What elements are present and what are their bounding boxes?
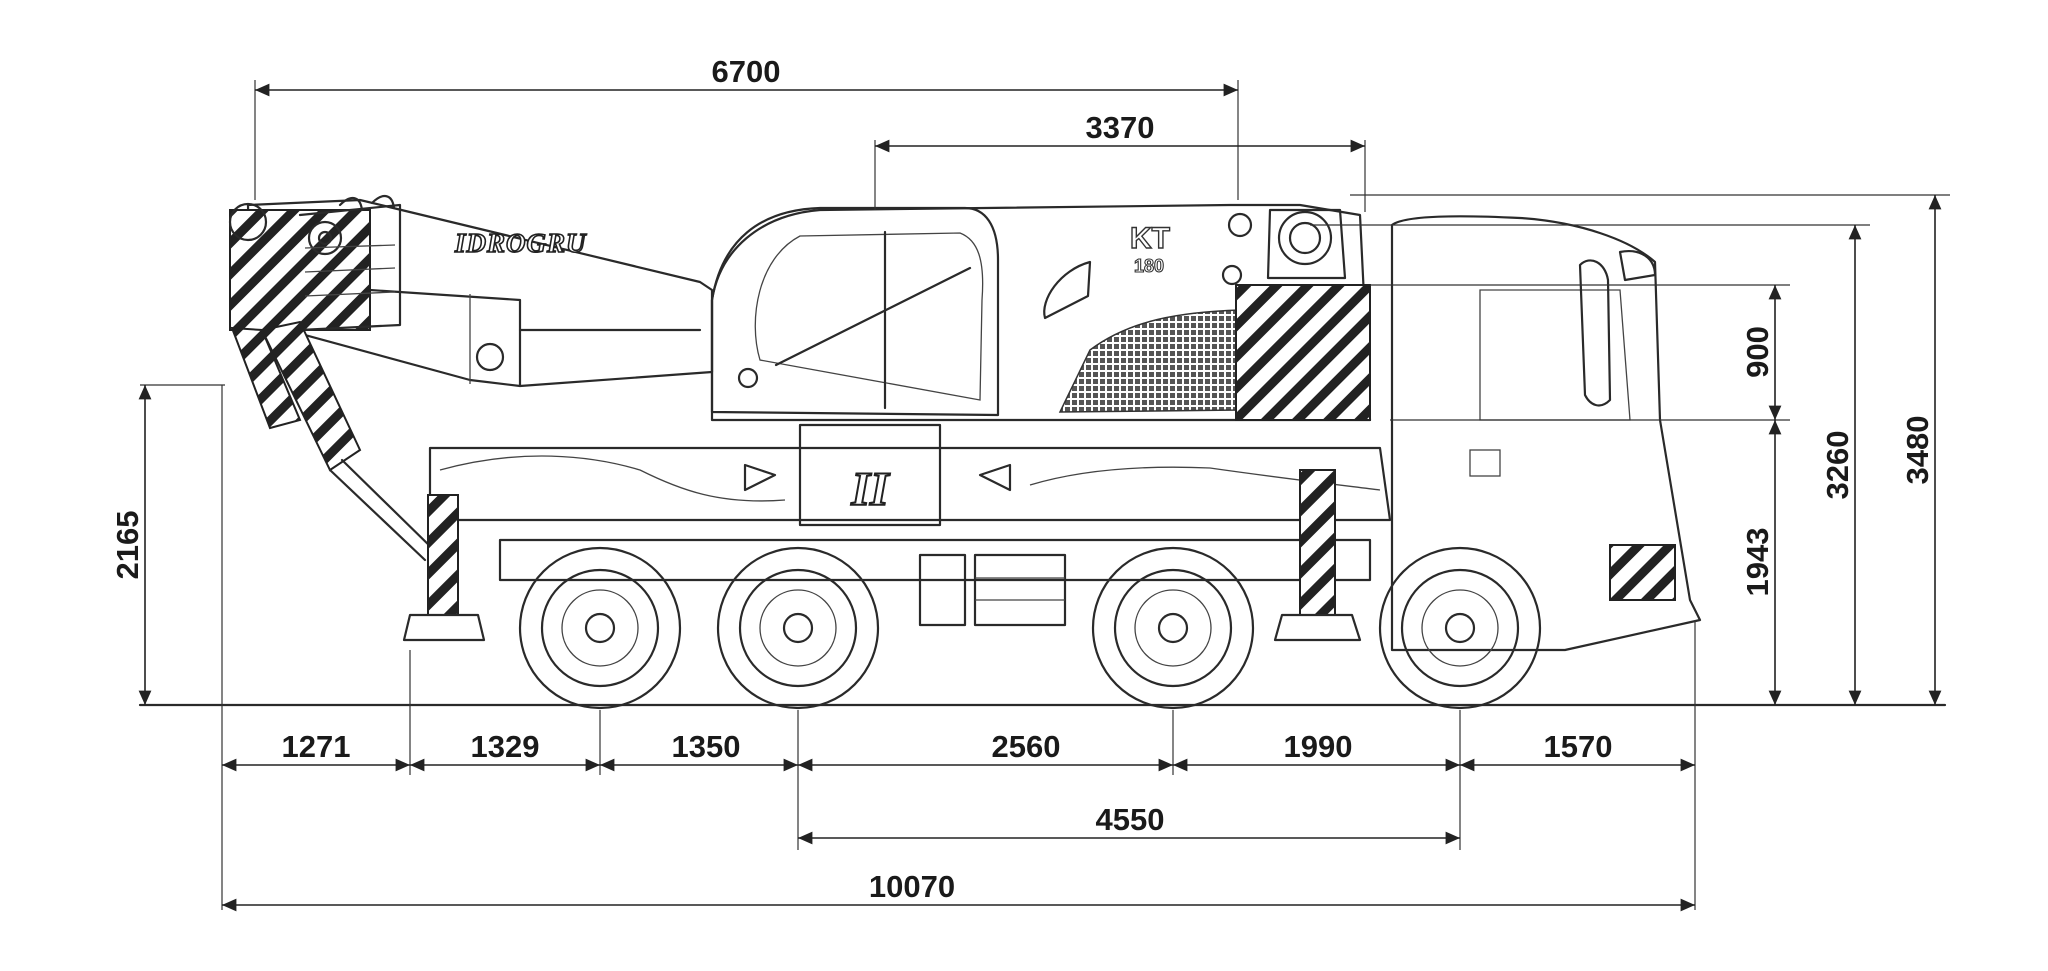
dim-segment-3: 1350 xyxy=(600,729,798,772)
luffing-cylinder xyxy=(230,320,438,562)
wheel-2 xyxy=(716,546,880,710)
dim-segment-2: 1329 xyxy=(410,729,600,772)
dim-cab-span: 3370 xyxy=(875,110,1365,153)
svg-text:1990: 1990 xyxy=(1284,729,1353,764)
svg-text:2165: 2165 xyxy=(110,511,145,580)
dimension-lines: 6700 3370 3480 3260 900 1943 2165 xyxy=(110,54,1950,912)
model-text: KT xyxy=(1130,222,1170,255)
brand-logo-text: IDROGRU xyxy=(454,228,587,258)
dim-segment-4: 2560 xyxy=(798,729,1173,772)
svg-text:3370: 3370 xyxy=(1086,110,1155,145)
dim-height-total: 3480 xyxy=(1900,195,1942,705)
svg-text:2560: 2560 xyxy=(992,729,1061,764)
turret-window xyxy=(1043,260,1092,320)
svg-text:1570: 1570 xyxy=(1544,729,1613,764)
dim-overall-length: 10070 xyxy=(222,869,1695,912)
turret: KT 180 xyxy=(710,203,1372,422)
svg-text:6700: 6700 xyxy=(712,54,781,89)
telescopic-boom: IDROGRU xyxy=(228,195,714,388)
dim-height-small: 900 xyxy=(1740,285,1782,420)
wheel-4 xyxy=(1378,546,1542,710)
truck-cab xyxy=(1390,215,1702,652)
wheel-3 xyxy=(1091,546,1255,710)
dim-height-mid: 3260 xyxy=(1820,225,1862,705)
svg-text:1350: 1350 xyxy=(672,729,741,764)
dim-segment-6: 1570 xyxy=(1460,729,1695,772)
svg-text:3480: 3480 xyxy=(1900,416,1935,485)
front-bumper-hatch xyxy=(1609,544,1676,601)
chassis-emblem: II xyxy=(850,463,891,516)
svg-text:10070: 10070 xyxy=(869,869,955,904)
dim-wheelbase-span: 4550 xyxy=(798,802,1460,845)
dim-boom-reach: 6700 xyxy=(254,54,1238,97)
dim-height-chassis: 1943 xyxy=(1740,420,1782,705)
winch-drum-icon xyxy=(1277,210,1333,266)
dim-height-front: 2165 xyxy=(110,385,152,705)
operator-cab xyxy=(710,206,1000,417)
svg-text:4550: 4550 xyxy=(1096,802,1165,837)
svg-text:900: 900 xyxy=(1740,326,1775,378)
outriggers xyxy=(402,469,1362,642)
model-number: 180 xyxy=(1134,256,1164,276)
boom-sheave-icon xyxy=(228,202,268,242)
turret-side-hatch xyxy=(1235,284,1371,421)
dim-segment-5: 1990 xyxy=(1173,729,1460,772)
dim-segment-1: 1271 xyxy=(222,729,410,772)
svg-text:1271: 1271 xyxy=(282,729,351,764)
wheel-1 xyxy=(518,546,682,710)
svg-text:1329: 1329 xyxy=(471,729,540,764)
svg-text:3260: 3260 xyxy=(1820,431,1855,500)
wheels xyxy=(518,546,1542,710)
svg-text:1943: 1943 xyxy=(1740,528,1775,597)
crane-truck-illustration: IDROGRU KT 180 xyxy=(138,195,1947,710)
